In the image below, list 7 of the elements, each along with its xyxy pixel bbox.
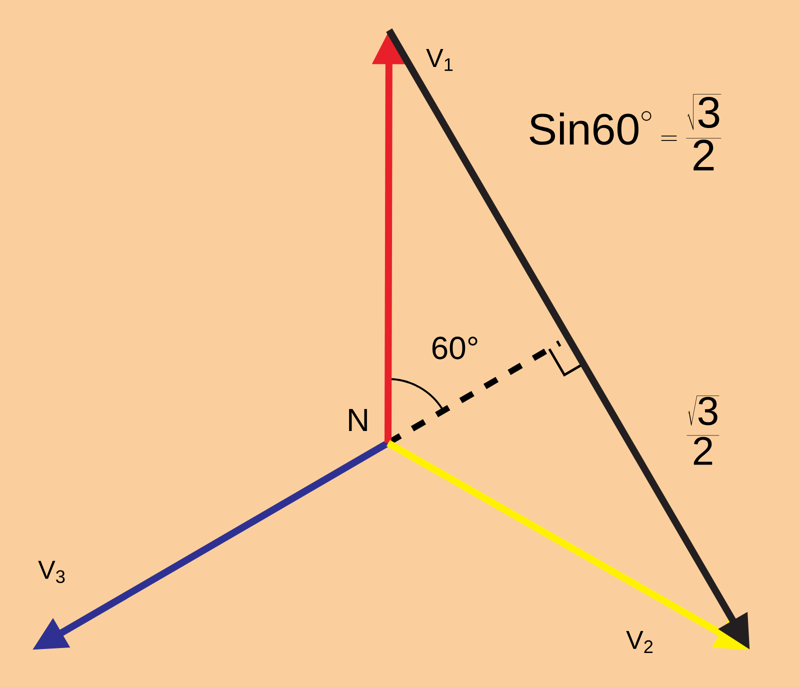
vector-label: V$_{2}$ — [626, 630, 653, 653]
angle-label: 60° — [432, 336, 478, 360]
equation: $\mathrm{Sin60}^{\circ} = \frac{\sqrt{\mathrm{3}}}{\mathrm{2}}$ — [530, 94, 722, 170]
vector-label: V$_{3}$ — [38, 560, 65, 584]
length-label: $\frac{\sqrt{\mathrm{3}}}{\mathrm{2}}$ — [686, 396, 720, 465]
vector-label: N — [349, 409, 367, 431]
vector-label: V$_{1}$ — [426, 49, 453, 71]
